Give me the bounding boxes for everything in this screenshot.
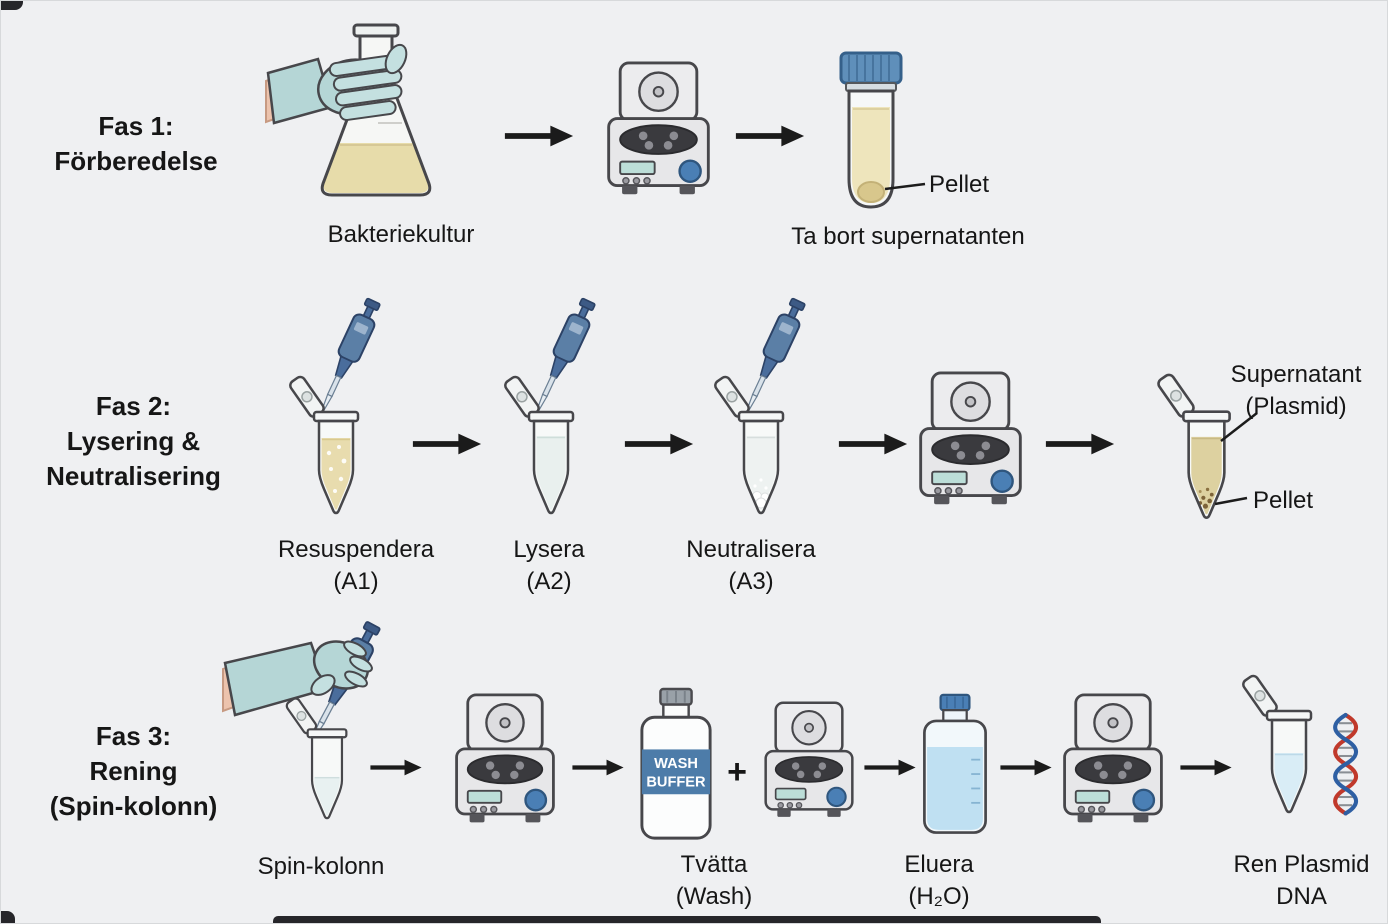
elute-caption: Eluera (H₂O) [859,849,1019,912]
wash-bottle-label-band [641,749,711,795]
supernatant-tube-icon [1155,371,1258,520]
phase3-label-line2: Rening [89,756,178,787]
arrow-icon [369,758,423,777]
arrow-icon [863,758,917,777]
plus-sign: + [727,753,747,791]
wash-bottle-icon: WASH BUFFER [640,687,712,840]
phase2-label-line1: Fas 2: [95,391,172,421]
pipette-icon [736,295,810,418]
supernatant-label-line1: Supernatant [1230,361,1362,388]
dna-helix-icon [1335,715,1356,813]
phase3-label-line3: (Spin-kolonn) [49,791,218,822]
step3-code: (A3) [728,567,774,595]
phase1-label-line1: Fas 1: [98,111,174,141]
plasmid-dna-tube-icon [1240,672,1383,847]
pellet-pointer-line [884,182,926,191]
phase3-label-line1: Fas 3: [95,721,172,751]
supernatant-label: Supernatant (Plasmid) [1206,359,1386,422]
step1-name: Resuspendera [277,536,435,563]
glove-cuff [223,641,329,717]
wash-caption-line2: (Wash) [675,882,753,910]
lyse-station-icon [502,295,600,515]
step1-caption: Resuspendera (A1) [256,534,456,597]
phase2-label: Fas 2: Lysering & Neutralisering [26,389,241,494]
arrow-icon [734,123,806,149]
image-artifact-bottom-bar [273,916,1101,923]
elute-caption-line2: (H₂O) [908,882,970,910]
centrifuge-icon [1063,693,1163,824]
elute-caption-line1: Eluera [904,851,974,878]
arrow-icon [837,431,909,457]
image-artifact-top-left [1,1,23,10]
step3-caption: Neutralisera (A3) [651,534,851,597]
phase2-label-line3: Neutralisering [46,461,221,492]
spin-column-station-icon [222,618,386,820]
elution-bottle-icon [923,693,987,834]
glove-finger [343,640,367,658]
pipette-icon [526,295,600,418]
step3-name: Neutralisera [686,536,816,563]
spin-column-caption: Spin-kolonn [257,853,385,880]
flask-and-hand-icon [265,23,432,197]
phase1-label-line2: Förberedelse [54,146,218,177]
pellet-pointer-line [1214,496,1248,506]
arrow-icon [503,123,575,149]
step2-code: (A2) [526,567,572,595]
step1-code: (A1) [333,567,379,595]
phase1-label: Fas 1: Förberedelse [36,109,236,179]
arrow-icon [571,758,625,777]
glove-finger [349,655,373,673]
phase1-pellet-label: Pellet [929,171,990,198]
centrifuge-icon [919,371,1022,506]
wash-caption: Tvätta (Wash) [634,849,794,912]
glove-finger [344,670,368,688]
supernatant-pointer-line [1220,412,1258,442]
arrow-icon [999,758,1053,777]
step2-name: Lysera [513,536,585,563]
pellet-blob [857,181,885,203]
pipette-icon [311,295,385,418]
supernatant-label-line2: (Plasmid) [1245,392,1347,420]
final-caption-line1: Ren Plasmid [1233,851,1370,878]
centrifuge-icon [607,61,710,196]
arrow-icon [1179,758,1233,777]
wash-caption-line1: Tvätta [680,851,748,878]
centrifuge-icon [455,693,555,824]
step2-caption: Lysera (A2) [449,534,649,597]
phase2-pellet-label: Pellet [1253,487,1314,514]
image-artifact-bottom-left [1,911,15,923]
glove-thumb [310,674,336,696]
centrifuge-icon [764,701,854,819]
final-caption-line2: DNA [1276,882,1327,910]
wash-bottle-label-line1: WASH [654,756,698,772]
resuspend-station-icon [287,295,385,515]
final-caption: Ren Plasmid DNA [1209,849,1387,912]
neutralize-station-icon [712,295,810,515]
flask-caption: Bakteriekultur [327,221,475,248]
wash-bottle-label-line2: BUFFER [646,774,706,790]
phase1-tube-caption: Ta bort supernatanten [791,223,1025,250]
pellet-tube-icon [839,51,926,209]
arrow-icon [1044,431,1116,457]
phase3-label: Fas 3: Rening (Spin-kolonn) [26,719,241,824]
phase2-label-line2: Lysering & [66,426,201,457]
glove-thumb [384,43,408,75]
